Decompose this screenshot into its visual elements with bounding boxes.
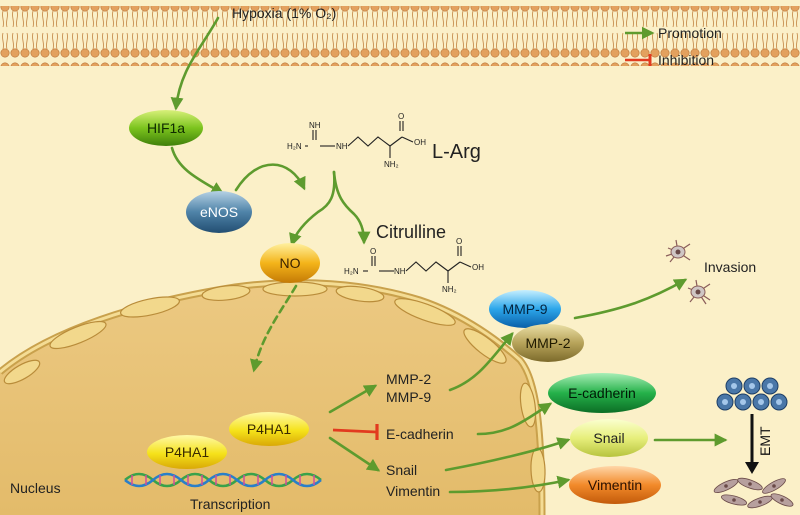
- oval-no: NO: [260, 243, 320, 283]
- svg-text:eNOS: eNOS: [200, 204, 238, 220]
- citrulline-label: Citrulline: [376, 222, 446, 242]
- epithelial-cells-icon: [716, 377, 788, 411]
- svg-text:E-cadherin: E-cadherin: [568, 385, 636, 401]
- larg-atom-amine: NH₂: [384, 160, 399, 169]
- transcription-label: Transcription: [190, 496, 270, 512]
- larg-label: L-Arg: [432, 141, 481, 163]
- oval-vimentin: Vimentin: [569, 466, 661, 504]
- legend: Promotion Inhibition: [625, 25, 722, 68]
- cit-atom-nh: NH: [394, 267, 406, 276]
- target-vimentin: Vimentin: [386, 483, 440, 499]
- cell-membrane: [0, 0, 800, 68]
- svg-text:Snail: Snail: [593, 430, 624, 446]
- target-mmp9: MMP-9: [386, 389, 431, 405]
- larg-atom-h2n: H₂N: [287, 142, 302, 151]
- oval-hif1a: HIF1a: [129, 110, 203, 146]
- svg-text:NO: NO: [280, 255, 301, 271]
- oval-p4ha1-bottom: P4HA1: [147, 435, 227, 469]
- svg-text:MMP-9: MMP-9: [502, 301, 547, 317]
- cit-atom-amine: NH₂: [442, 285, 457, 294]
- svg-text:P4HA1: P4HA1: [247, 421, 292, 437]
- invasion-label: Invasion: [704, 259, 756, 275]
- cit-atom-o1: O: [370, 247, 376, 256]
- oval-ecadherin: E-cadherin: [548, 373, 656, 413]
- emt-label: EMT: [757, 426, 773, 456]
- dna-helix: [124, 472, 322, 488]
- arrow-mmp-oval: [448, 332, 514, 392]
- citrulline-structure: [363, 246, 472, 283]
- arrow-ecadherin-oval: [476, 402, 553, 436]
- larg-atom-nh: NH: [309, 121, 321, 130]
- hypoxia-label: Hypoxia (1% O₂): [232, 5, 336, 21]
- svg-text:Vimentin: Vimentin: [588, 477, 642, 493]
- target-mmp2: MMP-2: [386, 371, 431, 387]
- cit-atom-o2: O: [456, 237, 462, 246]
- arrow-p4ha1-mmp: [328, 384, 378, 414]
- arrow-no-p4ha1: [249, 284, 298, 373]
- oval-enos: eNOS: [186, 191, 252, 233]
- oval-mmp9: MMP-9: [489, 290, 561, 328]
- oval-snail: Snail: [570, 419, 648, 457]
- larg-atom-o: O: [398, 112, 404, 121]
- target-ecadherin: E-cadherin: [386, 426, 454, 442]
- oval-p4ha1-top: P4HA1: [229, 412, 309, 446]
- arrow-enos-larg: [234, 163, 306, 192]
- svg-text:MMP-2: MMP-2: [525, 335, 570, 351]
- arrow-mmp2-invasion: [573, 278, 688, 320]
- nucleus: [0, 279, 546, 515]
- legend-promotion: Promotion: [658, 25, 722, 41]
- invasive-cell-icon: [665, 239, 711, 305]
- cit-atom-oh: OH: [472, 263, 484, 272]
- target-snail: Snail: [386, 462, 417, 478]
- arrow-hif1a-enos: [170, 146, 225, 195]
- inhibit-p4ha1-ecadherin: [332, 428, 377, 434]
- arrow-larg-citrulline: [332, 170, 371, 245]
- larg-atom-oh: OH: [414, 138, 426, 147]
- arrow-snail-oval: [444, 437, 571, 472]
- oval-mmp2: MMP-2: [512, 324, 584, 362]
- larg-atom-nh2: NH: [336, 142, 348, 151]
- arrow-vimentin-oval: [448, 475, 571, 494]
- arrow-hypoxia-hif1a: [170, 16, 220, 111]
- nucleus-label: Nucleus: [10, 480, 61, 496]
- mesenchymal-cells-icon: [713, 477, 794, 509]
- svg-text:P4HA1: P4HA1: [165, 444, 210, 460]
- larg-structure: [305, 121, 414, 158]
- pathway-arrows: [170, 16, 728, 494]
- svg-text:HIF1a: HIF1a: [147, 120, 185, 136]
- arrow-p4ha1-snail: [328, 436, 381, 472]
- legend-inhibition: Inhibition: [658, 52, 714, 68]
- arrow-larg-no: [289, 170, 336, 247]
- cit-atom-h2n: H₂N: [344, 267, 359, 276]
